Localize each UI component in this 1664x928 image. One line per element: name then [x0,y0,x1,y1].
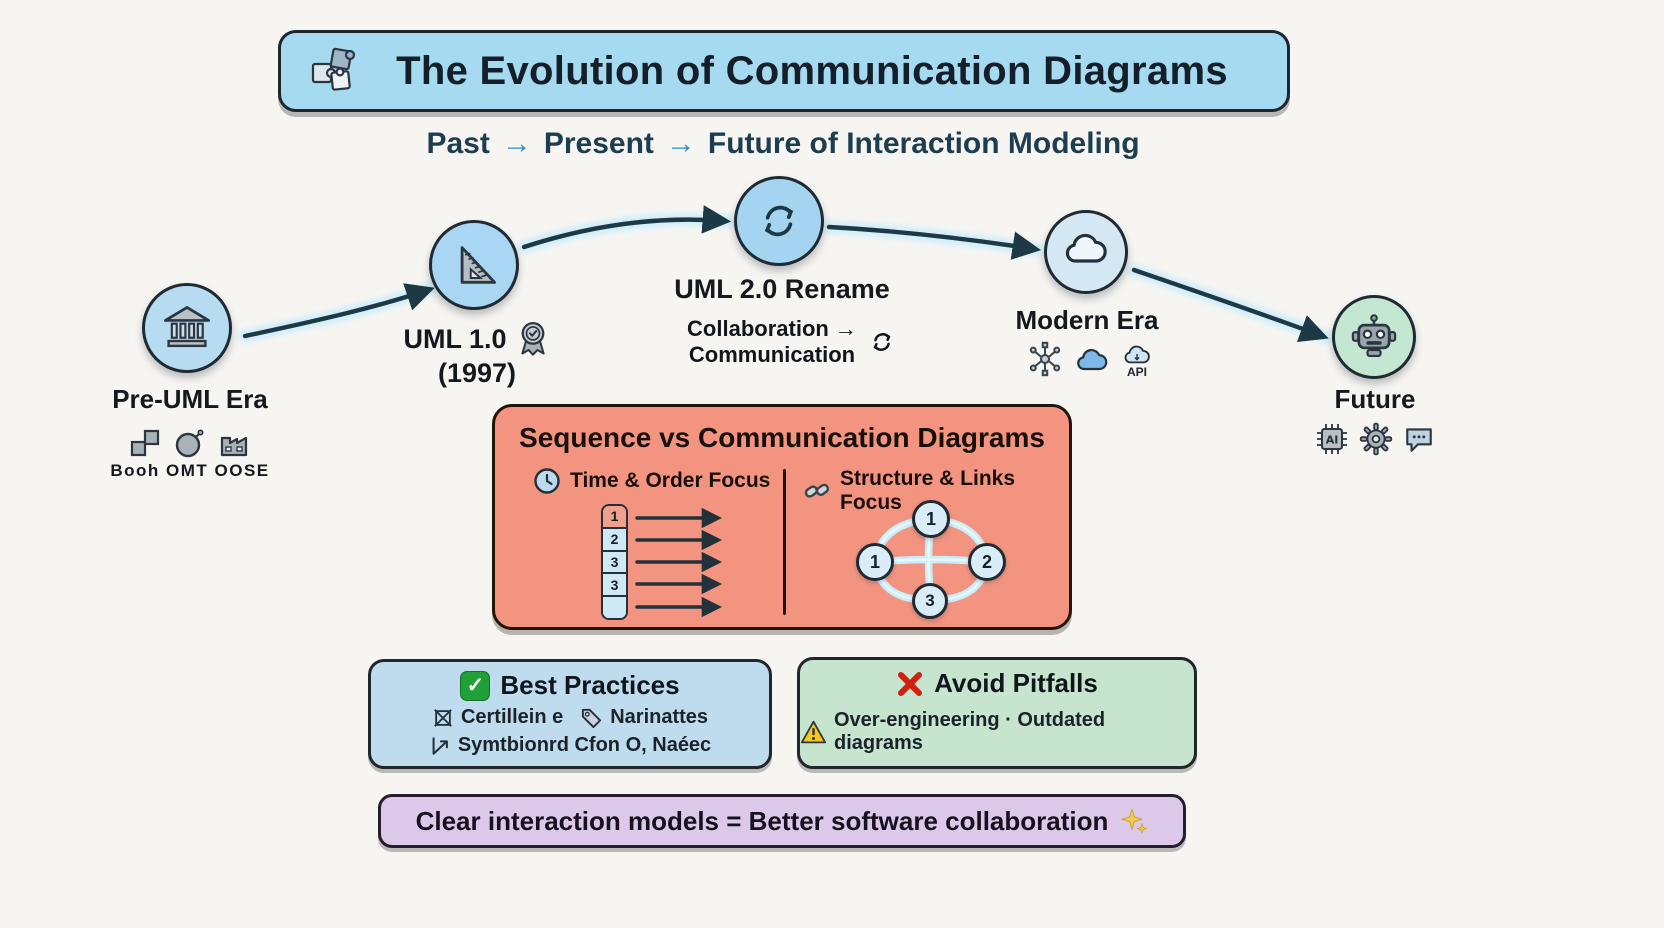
best-practices-item-3: Symtbionrd Cfon O, Naéec [457,734,712,756]
x-icon [896,670,924,698]
circle-icon [172,426,206,460]
node-uml-1-0 [429,220,519,310]
uml-1-0-title: UML 1.0 [403,323,507,354]
avoid-pitfalls-box: Avoid Pitfalls Over-engineering · Outdat… [797,657,1197,769]
comparison-box: Sequence vs Communication Diagrams Time … [492,404,1072,630]
modules-icon [128,426,162,460]
comparison-divider [783,469,786,615]
cloud-icon [1059,225,1113,279]
ai-chip-label: AI [1326,434,1339,447]
right-heading-text: Structure & Links Focus [840,467,1016,514]
box-x-icon [432,707,454,729]
uml-1-0-year: (1997) [437,358,517,388]
sparkle-icon [1120,807,1149,835]
gear-icon [1359,422,1393,456]
subtitle-past: Past [426,127,490,160]
network-node: 1 [856,543,894,581]
cloud-solid-icon [1072,342,1112,376]
node-pre-uml [142,283,232,373]
node-uml-2-0 [734,176,824,266]
chat-bubble-icon [1403,423,1435,455]
uml-2-0-note: Collaboration → Communication [672,316,912,369]
warning-icon [800,719,827,746]
node-future [1332,295,1416,379]
network-node: 1 [912,500,950,538]
label-future: Future [1334,384,1416,414]
subtitle-arrow-1: → [501,127,532,160]
label-uml-1-0: UML 1.0 (1997) [377,320,577,389]
sync-small-icon [867,327,897,357]
comparison-title: Sequence vs Communication Diagrams [519,422,1045,453]
footer-banner: Clear interaction models = Better softwa… [378,794,1186,848]
modern-era-icons: API [1000,340,1180,378]
best-practices-line-1: Certillein e Narinattes [371,706,769,729]
ai-chip-icon: AI [1315,422,1349,456]
sequence-step: 2 [603,528,626,552]
pitfalls-text: Over-engineering · Outdated diagrams [834,709,1106,754]
factory-icon [216,426,252,460]
title-banner: The Evolution of Communication Diagrams [278,30,1290,112]
footer-text: Clear interaction models = Better softwa… [415,805,1109,836]
pre-uml-method-icons [100,426,280,460]
network-node: 3 [912,583,948,619]
sync-icon [753,195,805,247]
robot-icon [1348,311,1400,363]
api-cloud-icon: API [1120,340,1154,378]
pitfalls-title-row: Avoid Pitfalls [800,668,1194,699]
page-title: The Evolution of Communication Diagrams [396,48,1228,93]
set-square-icon [448,239,500,291]
clock-icon [533,467,561,495]
best-practices-title: Best Practices [500,670,680,700]
sequence-lifeline-bar: 1 2 3 3 [601,504,628,620]
sequence-step: 3 [603,574,626,598]
link-icon [803,477,831,505]
check-icon: ✓ [460,670,491,701]
label-modern-era: Modern Era [1015,305,1159,335]
note-collaboration: Collaboration → [687,316,857,341]
puzzle-icon [307,43,363,99]
diagonal-arrow-icon [429,735,451,757]
best-practices-line-2: Symtbionrd Cfon O, Naéec [371,734,769,757]
best-practices-item-1: Certillein e [460,706,564,728]
pitfalls-line: Over-engineering · Outdated diagrams [800,709,1194,755]
sequence-step: 3 [603,551,626,575]
subtitle: Past → Present → Future of Interaction Model… [0,127,1566,161]
network-node: 2 [968,543,1006,581]
note-communication: Communication [688,342,856,368]
future-icons: AI [1290,422,1460,456]
best-practices-item-2: Narinattes [610,706,709,728]
left-heading-text: Time & Order Focus [570,469,771,492]
label-uml-2-0: UML 2.0 Rename [674,274,890,304]
subtitle-future: Future of Interaction Modeling [707,127,1140,160]
bank-icon [161,302,213,354]
network-icon [1026,340,1064,378]
medal-icon [515,320,551,358]
node-modern-era [1044,210,1128,294]
best-practices-box: ✓ Best Practices Certillein e Narinattes [368,659,772,769]
pitfalls-title: Avoid Pitfalls [934,668,1098,698]
label-pre-uml-methods: Booh OMT OOSE [110,461,270,480]
comparison-left-heading: Time & Order Focus [533,467,770,495]
label-pre-uml: Pre-UML Era [112,384,268,414]
comparison-right-heading: Structure & Links Focus [803,467,1069,515]
tag-icon [580,706,603,729]
api-label: API [1126,365,1147,379]
subtitle-arrow-2: → [665,127,696,160]
subtitle-present: Present [543,127,654,160]
sequence-step-empty [603,597,626,618]
sequence-step: 1 [603,506,626,529]
best-practices-title-row: ✓ Best Practices [371,670,769,701]
